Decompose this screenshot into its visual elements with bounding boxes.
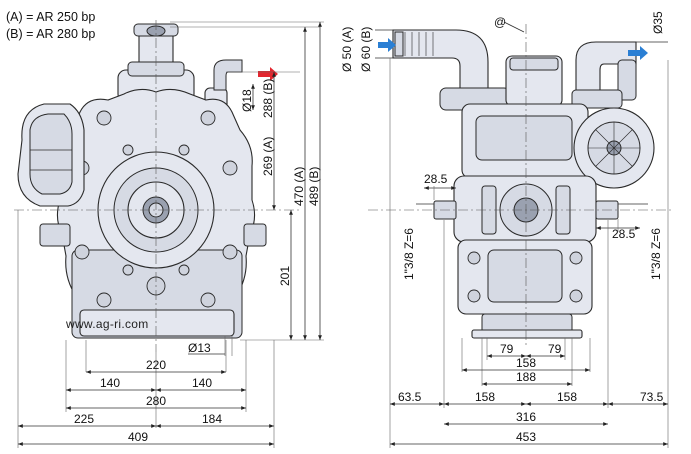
dim-o50a: Ø 50 (A) [340, 27, 354, 72]
dim-28-5-left: 28.5 [424, 172, 448, 186]
dim-79-left: 79 [500, 342, 514, 356]
dim-158-right: 158 [557, 390, 577, 404]
dim-o60b: Ø 60 (B) [359, 27, 373, 72]
dim-158-center: 158 [516, 356, 536, 370]
dim-269a: 269 (A) [261, 137, 275, 176]
dim-316: 316 [516, 410, 536, 424]
dim-280: 280 [146, 394, 166, 408]
dim-220: 220 [146, 358, 166, 372]
dim-489b: 489 (B) [307, 167, 321, 206]
legend-line-a: (A) = AR 250 bp [6, 10, 95, 24]
inlet-arrow-blue [378, 38, 396, 52]
legend-line-b: (B) = AR 280 bp [6, 27, 95, 41]
outlet-arrow-blue [628, 46, 648, 60]
dim-288b: 288 (B) [261, 79, 275, 118]
thread-right: 1"3/8 Z=6 [649, 228, 663, 280]
label-at: @ [494, 15, 506, 29]
dim-o13: Ø13 [188, 341, 211, 355]
dim-63-5: 63.5 [398, 390, 422, 404]
watermark: www.ag-ri.com [65, 317, 149, 331]
dim-158-left: 158 [475, 390, 495, 404]
dim-o35: Ø35 [651, 11, 665, 34]
dim-o18: Ø18 [240, 89, 254, 112]
dim-409: 409 [128, 430, 148, 444]
dim-73-5: 73.5 [640, 390, 664, 404]
dim-79-right: 79 [548, 342, 562, 356]
dim-140-left: 140 [100, 376, 120, 390]
dim-225: 225 [74, 412, 94, 426]
pump-front-view [17, 23, 267, 339]
dim-184: 184 [202, 412, 222, 426]
dim-188: 188 [516, 370, 536, 384]
dim-201: 201 [278, 266, 292, 286]
dim-470a: 470 (A) [292, 167, 306, 206]
thread-left: 1"3/8 Z=6 [402, 228, 416, 280]
dim-453: 453 [516, 430, 536, 444]
dim-28-5-right: 28.5 [612, 227, 636, 241]
dim-140-right: 140 [192, 376, 212, 390]
